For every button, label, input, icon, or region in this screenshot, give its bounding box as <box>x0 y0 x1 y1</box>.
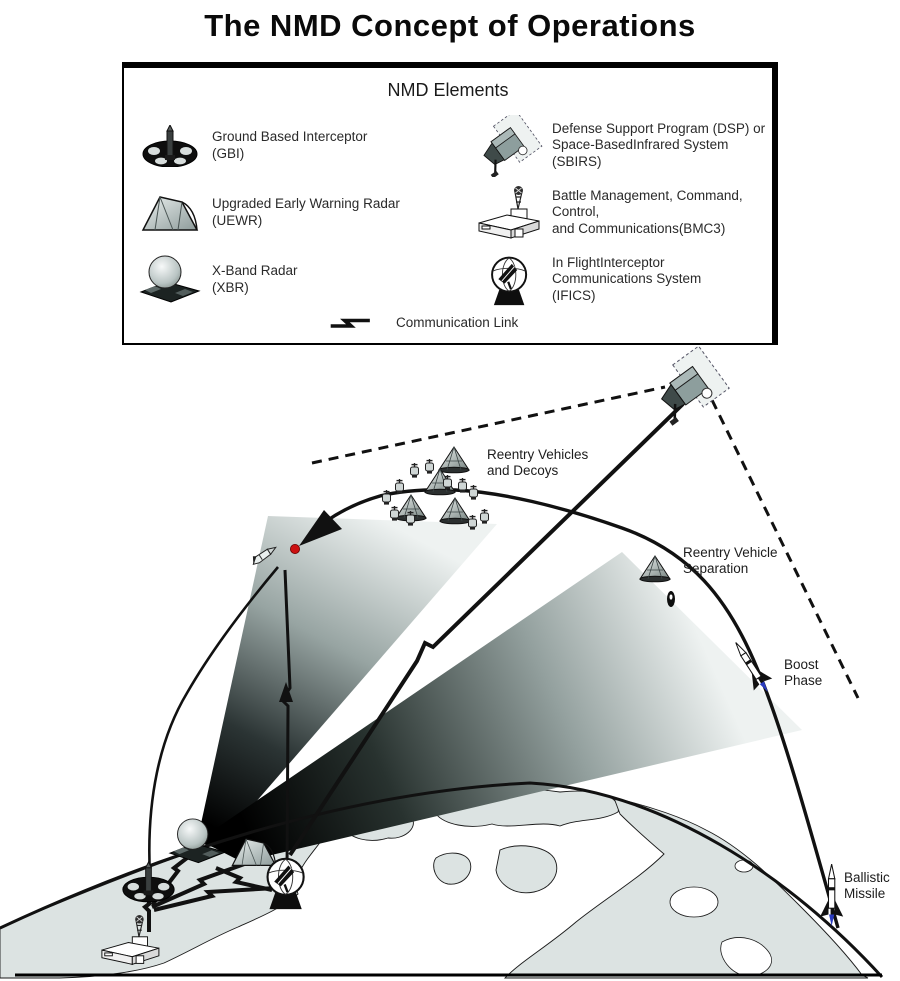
reentry-vehicles-cluster <box>381 446 490 531</box>
separating-reentry-vehicle <box>639 555 671 583</box>
dsp-satellite-icon <box>642 344 731 430</box>
decoy <box>457 477 468 494</box>
spent-bus <box>667 591 675 607</box>
decoy <box>389 505 400 522</box>
decoy <box>381 489 392 506</box>
scan-line-left <box>311 385 666 465</box>
sea-patch <box>720 937 772 977</box>
trajectory-arrowhead <box>299 510 342 546</box>
label-reentry-separation: Reentry Vehicle Separation <box>683 545 778 577</box>
landmass-britain <box>433 852 472 885</box>
decoy <box>394 478 405 495</box>
satellite-downlink <box>288 402 685 857</box>
legend-label-xbr: X-Band Radar (XBR) <box>212 263 298 295</box>
decoy <box>405 510 416 527</box>
scan-line-right <box>710 399 860 699</box>
xbr-beam-fans <box>197 516 802 862</box>
landmass-central <box>495 845 558 894</box>
ifics-site-icon <box>266 857 305 911</box>
reentry-vehicle-cone <box>439 497 471 525</box>
legend-label-ifics: In FlightInterceptor Communications Syst… <box>552 254 702 303</box>
decoy <box>424 458 435 475</box>
legend-label-gbi: Ground Based Interceptor (GBI) <box>212 129 368 161</box>
uplink-arrowhead <box>279 682 293 702</box>
legend-label-dsp: Defense Support Program (DSP) or Space-B… <box>552 120 766 169</box>
decoy <box>442 474 453 491</box>
intercept-point <box>289 544 300 555</box>
label-reentry-vehicles: Reentry Vehicles and Decoys <box>487 447 589 479</box>
link-to-ifics <box>153 886 277 912</box>
legend-label-comm-link: Communication Link <box>396 315 519 330</box>
radar-beam-intercept <box>197 516 497 848</box>
legend-title: NMD Elements <box>387 80 509 100</box>
decoy <box>479 508 490 525</box>
legend-grid: Ground Based Interceptor (GBI) Defense S… <box>130 112 766 313</box>
label-boost-phase: Boost Phase <box>784 657 823 689</box>
page-title: The NMD Concept of Operations <box>204 8 696 43</box>
reentry-vehicle-cone <box>438 446 470 474</box>
comm-link-legend-row: Communication Link <box>328 315 518 331</box>
legend-panel: NMD Elements Ground Based Interceptor (G… <box>122 62 778 345</box>
legend-label-bmc3: Battle Management, Command, Control, and… <box>552 187 743 236</box>
earth-horizon <box>0 781 884 979</box>
ground-comm-links <box>141 849 277 932</box>
satellite-scan-lines <box>311 385 860 699</box>
radar-beam-boost <box>199 552 802 862</box>
interceptor-trajectory <box>148 566 279 877</box>
sea-patch <box>669 886 719 918</box>
legend-label-uewr: Upgraded Early Warning Radar (UEWR) <box>212 196 400 228</box>
decoy <box>468 484 479 501</box>
decoy <box>467 514 478 531</box>
label-ballistic-missile: Ballistic Missile <box>844 870 890 902</box>
link-xbr-ifics <box>215 866 273 892</box>
decoy <box>409 462 420 479</box>
